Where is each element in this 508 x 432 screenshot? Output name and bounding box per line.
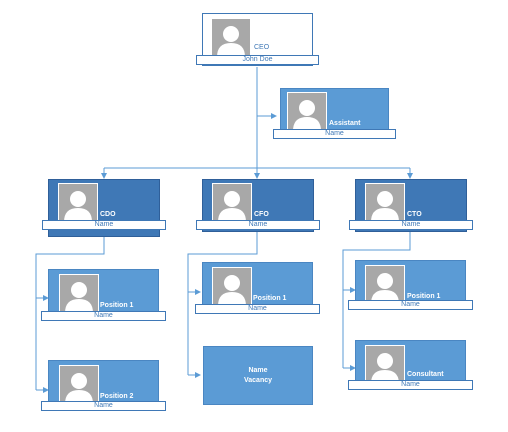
connector-cto-bus <box>342 232 411 368</box>
cfo-card[interactable]: CFO <box>202 179 314 232</box>
cdo-position-1-name: Name <box>41 311 166 321</box>
cdo-avatar-icon <box>58 183 98 223</box>
ceo-avatar-icon <box>211 18 251 58</box>
cto-consultant-avatar-icon <box>365 345 405 385</box>
cdo-position-2-name: Name <box>41 401 166 411</box>
connector-cfo-bus <box>187 232 258 375</box>
cdo-position-2-card[interactable]: Position 2 <box>48 360 159 409</box>
cfo-position-1-avatar-icon <box>212 267 252 307</box>
vacancy-name: Name <box>248 367 268 374</box>
connector-cdo-bus <box>35 236 105 390</box>
cdo-title: CDO <box>100 211 116 218</box>
cfo-position-1-title: Position 1 <box>253 295 287 302</box>
cto-consultant-title: Consultant <box>407 371 444 378</box>
assistant-name: Name <box>273 129 396 139</box>
cfo-position-1-name: Name <box>195 304 320 314</box>
cfo-avatar-icon <box>212 183 252 223</box>
cdo-position-2-title: Position 2 <box>100 393 134 400</box>
cdo-position-1-title: Position 1 <box>100 302 134 309</box>
cfo-name: Name <box>196 220 320 230</box>
ceo-card[interactable]: CEO <box>202 13 313 66</box>
assistant-title: Assistant <box>329 120 361 127</box>
vacancy-label: Vacancy <box>243 377 273 384</box>
assistant-card[interactable]: Assistant <box>280 88 389 135</box>
cfo-vacancy-card[interactable]: Name Vacancy <box>203 346 313 405</box>
cto-position-1-avatar-icon <box>365 265 405 305</box>
cto-name: Name <box>349 220 473 230</box>
cto-position-1-name: Name <box>348 300 473 310</box>
cfo-title: CFO <box>254 211 269 218</box>
cto-consultant-name: Name <box>348 380 473 390</box>
ceo-title: CEO <box>254 44 270 51</box>
ceo-name: John Doe <box>196 55 319 65</box>
cdo-position-1-avatar-icon <box>59 274 99 314</box>
cto-avatar-icon <box>365 183 405 223</box>
cto-position-1-title: Position 1 <box>407 293 441 300</box>
assistant-avatar-icon <box>287 92 327 132</box>
cdo-position-2-avatar-icon <box>59 365 99 405</box>
cfo-position-1-card[interactable]: Position 1 <box>202 262 313 310</box>
cdo-name: Name <box>42 220 166 230</box>
cto-title: CTO <box>407 211 422 218</box>
